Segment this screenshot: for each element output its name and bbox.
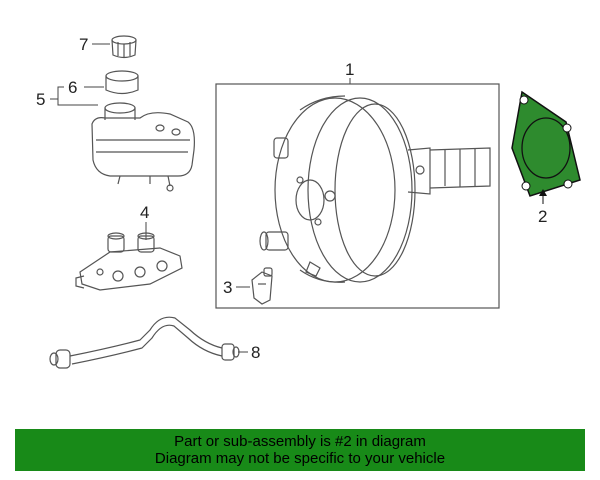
part-3-sensor xyxy=(251,267,273,305)
leader-line-5b xyxy=(57,99,98,106)
callout-1: 1 xyxy=(345,60,354,79)
info-banner: Part or sub-assembly is #2 in diagram Di… xyxy=(15,429,585,471)
callout-4: 4 xyxy=(140,203,149,222)
part-7-cap-insert xyxy=(111,35,137,59)
part-4-master-cylinder xyxy=(75,232,183,291)
callout-2: 2 xyxy=(538,207,547,226)
banner-line-1: Part or sub-assembly is #2 in diagram xyxy=(174,433,426,450)
part-8-vacuum-hose xyxy=(49,316,240,369)
part-5-fluid-reservoir xyxy=(91,102,195,192)
callout-3: 3 xyxy=(223,278,232,297)
callout-5: 5 xyxy=(36,90,45,109)
leader-arrow-2 xyxy=(539,189,547,196)
part-2-booster-gasket xyxy=(511,90,581,197)
callout-6: 6 xyxy=(68,78,77,97)
booster-assembly-box xyxy=(215,83,500,309)
leader-line-5 xyxy=(50,86,64,100)
part-6-cap xyxy=(105,70,139,95)
callout-7: 7 xyxy=(79,35,88,54)
banner-line-2: Diagram may not be specific to your vehi… xyxy=(154,450,446,467)
callout-8: 8 xyxy=(251,343,260,362)
part-1-brake-booster xyxy=(259,95,491,283)
